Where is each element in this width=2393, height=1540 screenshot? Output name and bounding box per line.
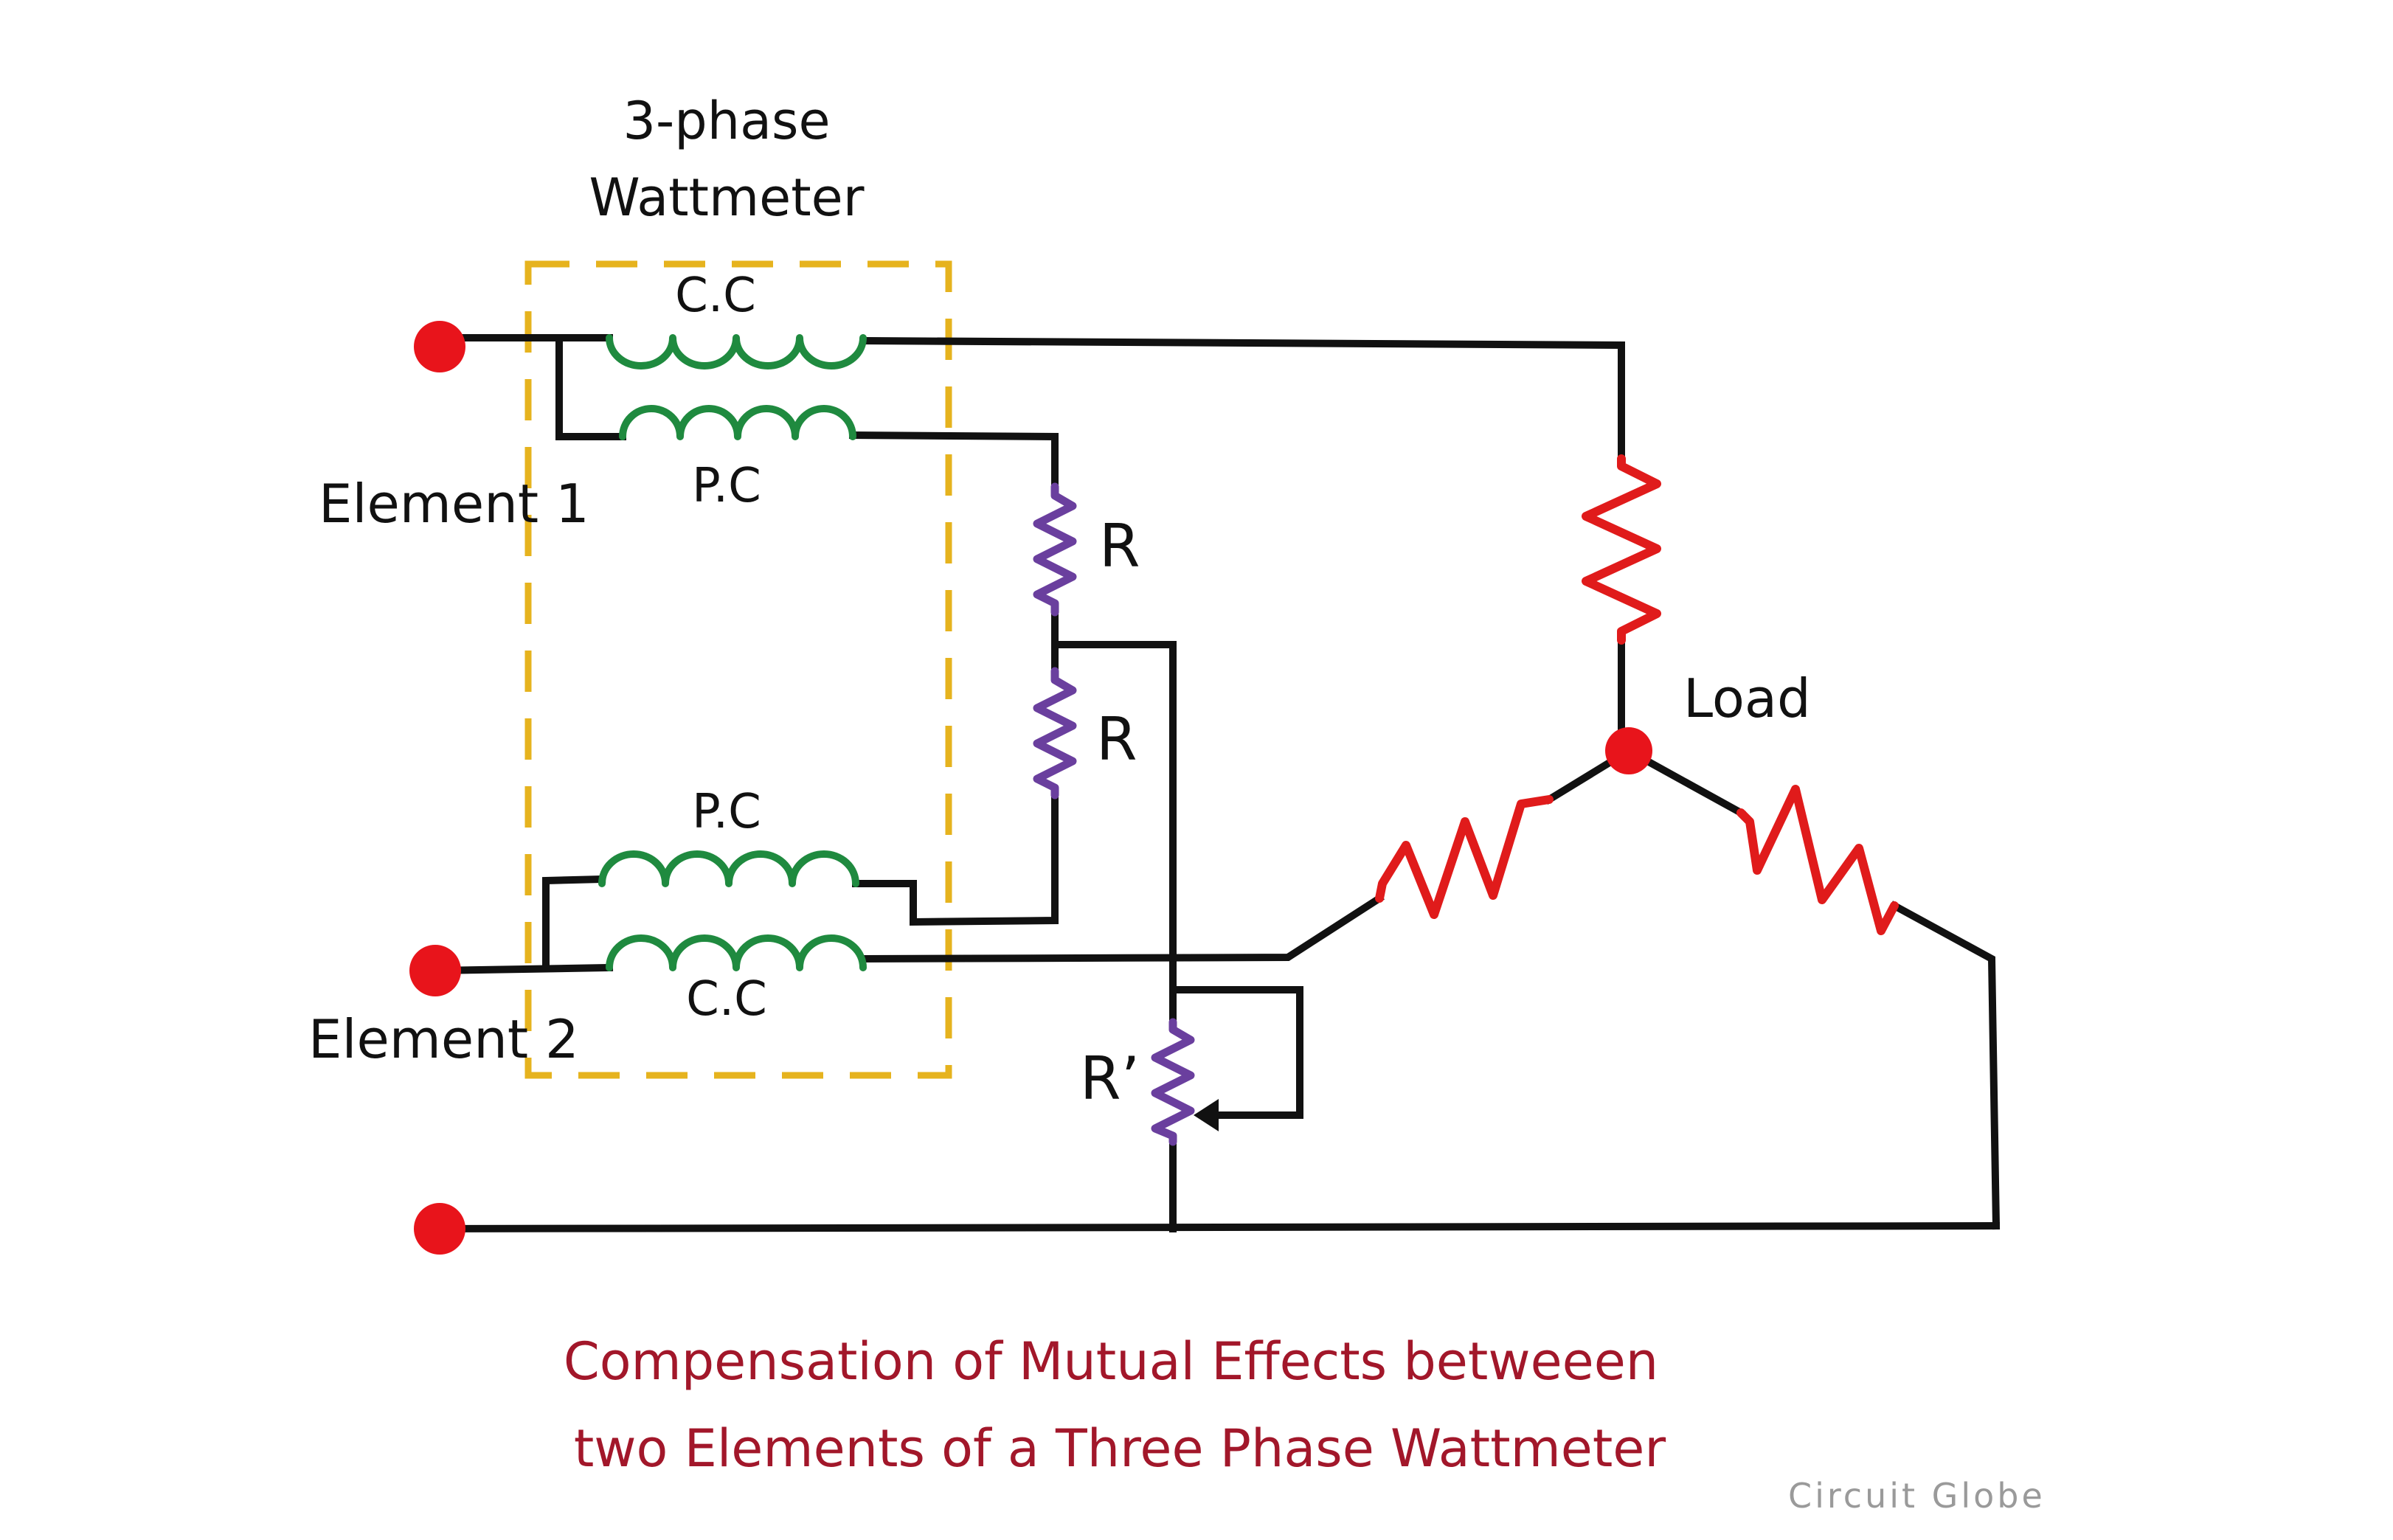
resistor-r-prime [1151,1018,1195,1146]
wire-pc1-left-lead [555,334,626,440]
terminal-line2 [409,945,461,996]
wire-pc2-left-lead [542,875,606,971]
terminal-line3 [414,1203,465,1255]
wire-cc1-to-load [862,336,1625,462]
label-r-prime: R’ [1080,1044,1140,1113]
wire-cc2-to-load [859,893,1385,963]
label-element1: Element 1 [319,473,589,535]
wire-r-lower-to-pc2 [852,791,1059,926]
load-resistor-right [1736,785,1899,935]
label-r-lower: R [1096,705,1137,774]
meter-title-line2: Wattmeter [589,167,864,228]
terminal-line1 [414,321,465,372]
load-resistor-top [1582,454,1661,645]
wire-midpoint-to-rprime [1051,641,1177,1026]
label-cc-bottom: C.C [686,972,767,1027]
caption-line2: two Elements of a Three Phase Wattmeter [574,1418,1666,1479]
load-resistor-left [1375,795,1554,919]
meter-title-line1: 3-phase [623,91,830,151]
label-pc-bottom: P.C [692,785,761,839]
wire-line2-input [431,963,614,975]
current-coil-element2 [606,934,867,971]
pressure-coil-element2 [598,850,859,887]
wire-pc1-to-r-upper [848,431,1059,490]
wattmeter-enclosure [524,260,952,1079]
label-pc-top: P.C [692,459,761,513]
watermark-text: Circuit Globe [1788,1476,2046,1516]
label-r-upper: R [1099,512,1140,580]
resistor-r-upper [1033,482,1077,617]
load-neutral-node [1605,727,1652,774]
current-coil-element1 [606,334,867,370]
pressure-coil-element1 [619,405,856,440]
wire-rprime-bypass [1169,986,1303,1119]
caption-line1: Compensation of Mutual Effects betweeen [564,1331,1658,1392]
label-element2: Element 2 [308,1008,579,1070]
rprime-arrowhead-icon [1194,1099,1219,1131]
wire-load-right-to-line3 [1889,901,2001,1230]
resistor-r-lower [1033,667,1077,800]
label-cc-top: C.C [675,268,756,323]
label-load: Load [1683,667,1811,729]
wire-line3 [435,1221,2001,1233]
